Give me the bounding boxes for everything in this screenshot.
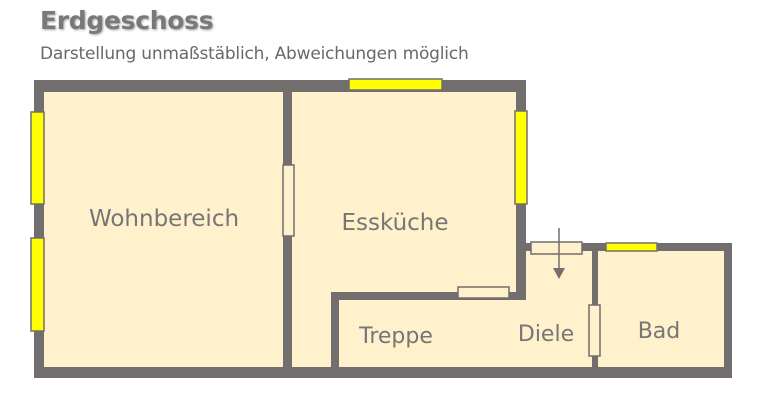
window-wohnbereich-lower bbox=[30, 237, 45, 332]
window-esskueche-top bbox=[348, 78, 443, 91]
door-entrance bbox=[530, 241, 583, 255]
room-label-treppe: Treppe bbox=[358, 324, 433, 349]
floor-treppe bbox=[339, 300, 592, 367]
floor-esskueche bbox=[292, 92, 516, 292]
room-label-bad: Bad bbox=[638, 319, 681, 344]
windows bbox=[30, 78, 658, 332]
door-diele-bad bbox=[588, 304, 601, 357]
door-esskueche-diele bbox=[457, 286, 510, 299]
floor-bad bbox=[598, 251, 724, 367]
room-label-esskueche: Essküche bbox=[341, 210, 448, 236]
page-title: Erdgeschoss bbox=[40, 6, 214, 35]
floor-wohnbereich bbox=[44, 92, 283, 367]
window-esskueche-right bbox=[514, 110, 528, 205]
room-label-diele: Diele bbox=[518, 322, 574, 347]
page-subtitle: Darstellung unmaßstäblich, Abweichungen … bbox=[40, 44, 469, 64]
arrow-down-icon bbox=[553, 228, 565, 279]
floor-treppe-left bbox=[292, 292, 331, 367]
window-wohnbereich-upper bbox=[30, 111, 45, 205]
doors bbox=[282, 164, 601, 357]
window-bad bbox=[605, 242, 658, 252]
door-wohn-ess bbox=[282, 164, 295, 237]
room-label-wohnbereich: Wohnbereich bbox=[89, 206, 239, 232]
